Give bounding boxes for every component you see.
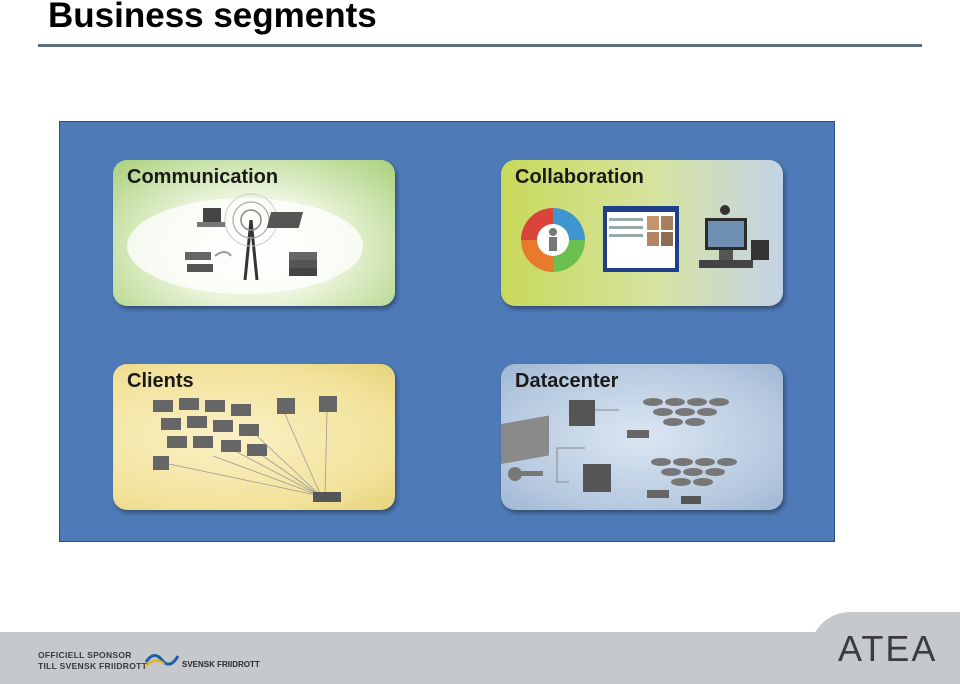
segments-panel: Communication (59, 121, 835, 542)
slide-title: Business segments (48, 0, 377, 35)
segment-clients[interactable]: Clients (113, 364, 395, 510)
screen-icon (603, 206, 679, 272)
segment-title-clients: Clients (127, 370, 194, 392)
title-divider (38, 44, 922, 47)
atea-logo: ATEA (838, 628, 938, 669)
segment-communication[interactable]: Communication (113, 160, 395, 306)
sponsor-line-2: TILL SVENSK FRIIDROTT (38, 661, 148, 671)
segment-title-communication: Communication (127, 166, 279, 188)
sponsor-logo-text: SVENSK FRIIDROTT (182, 660, 260, 669)
video-conference-icon (699, 205, 769, 268)
key-icon (501, 415, 549, 481)
segment-collaboration[interactable]: Collaboration (501, 160, 783, 306)
computers-network-icon (153, 396, 341, 502)
puzzle-cycle-icon (521, 208, 585, 272)
segment-datacenter[interactable]: Datacenter (501, 364, 783, 510)
svensk-friidrott-logo-icon (144, 654, 180, 667)
segment-title-datacenter: Datacenter (515, 370, 619, 392)
server-storage-icon (556, 398, 737, 504)
sponsor-line-1: OFFICIELL SPONSOR (38, 650, 132, 660)
segment-title-collaboration: Collaboration (515, 166, 644, 188)
network-cloud-icon (127, 193, 363, 294)
footer-curve (810, 612, 960, 684)
